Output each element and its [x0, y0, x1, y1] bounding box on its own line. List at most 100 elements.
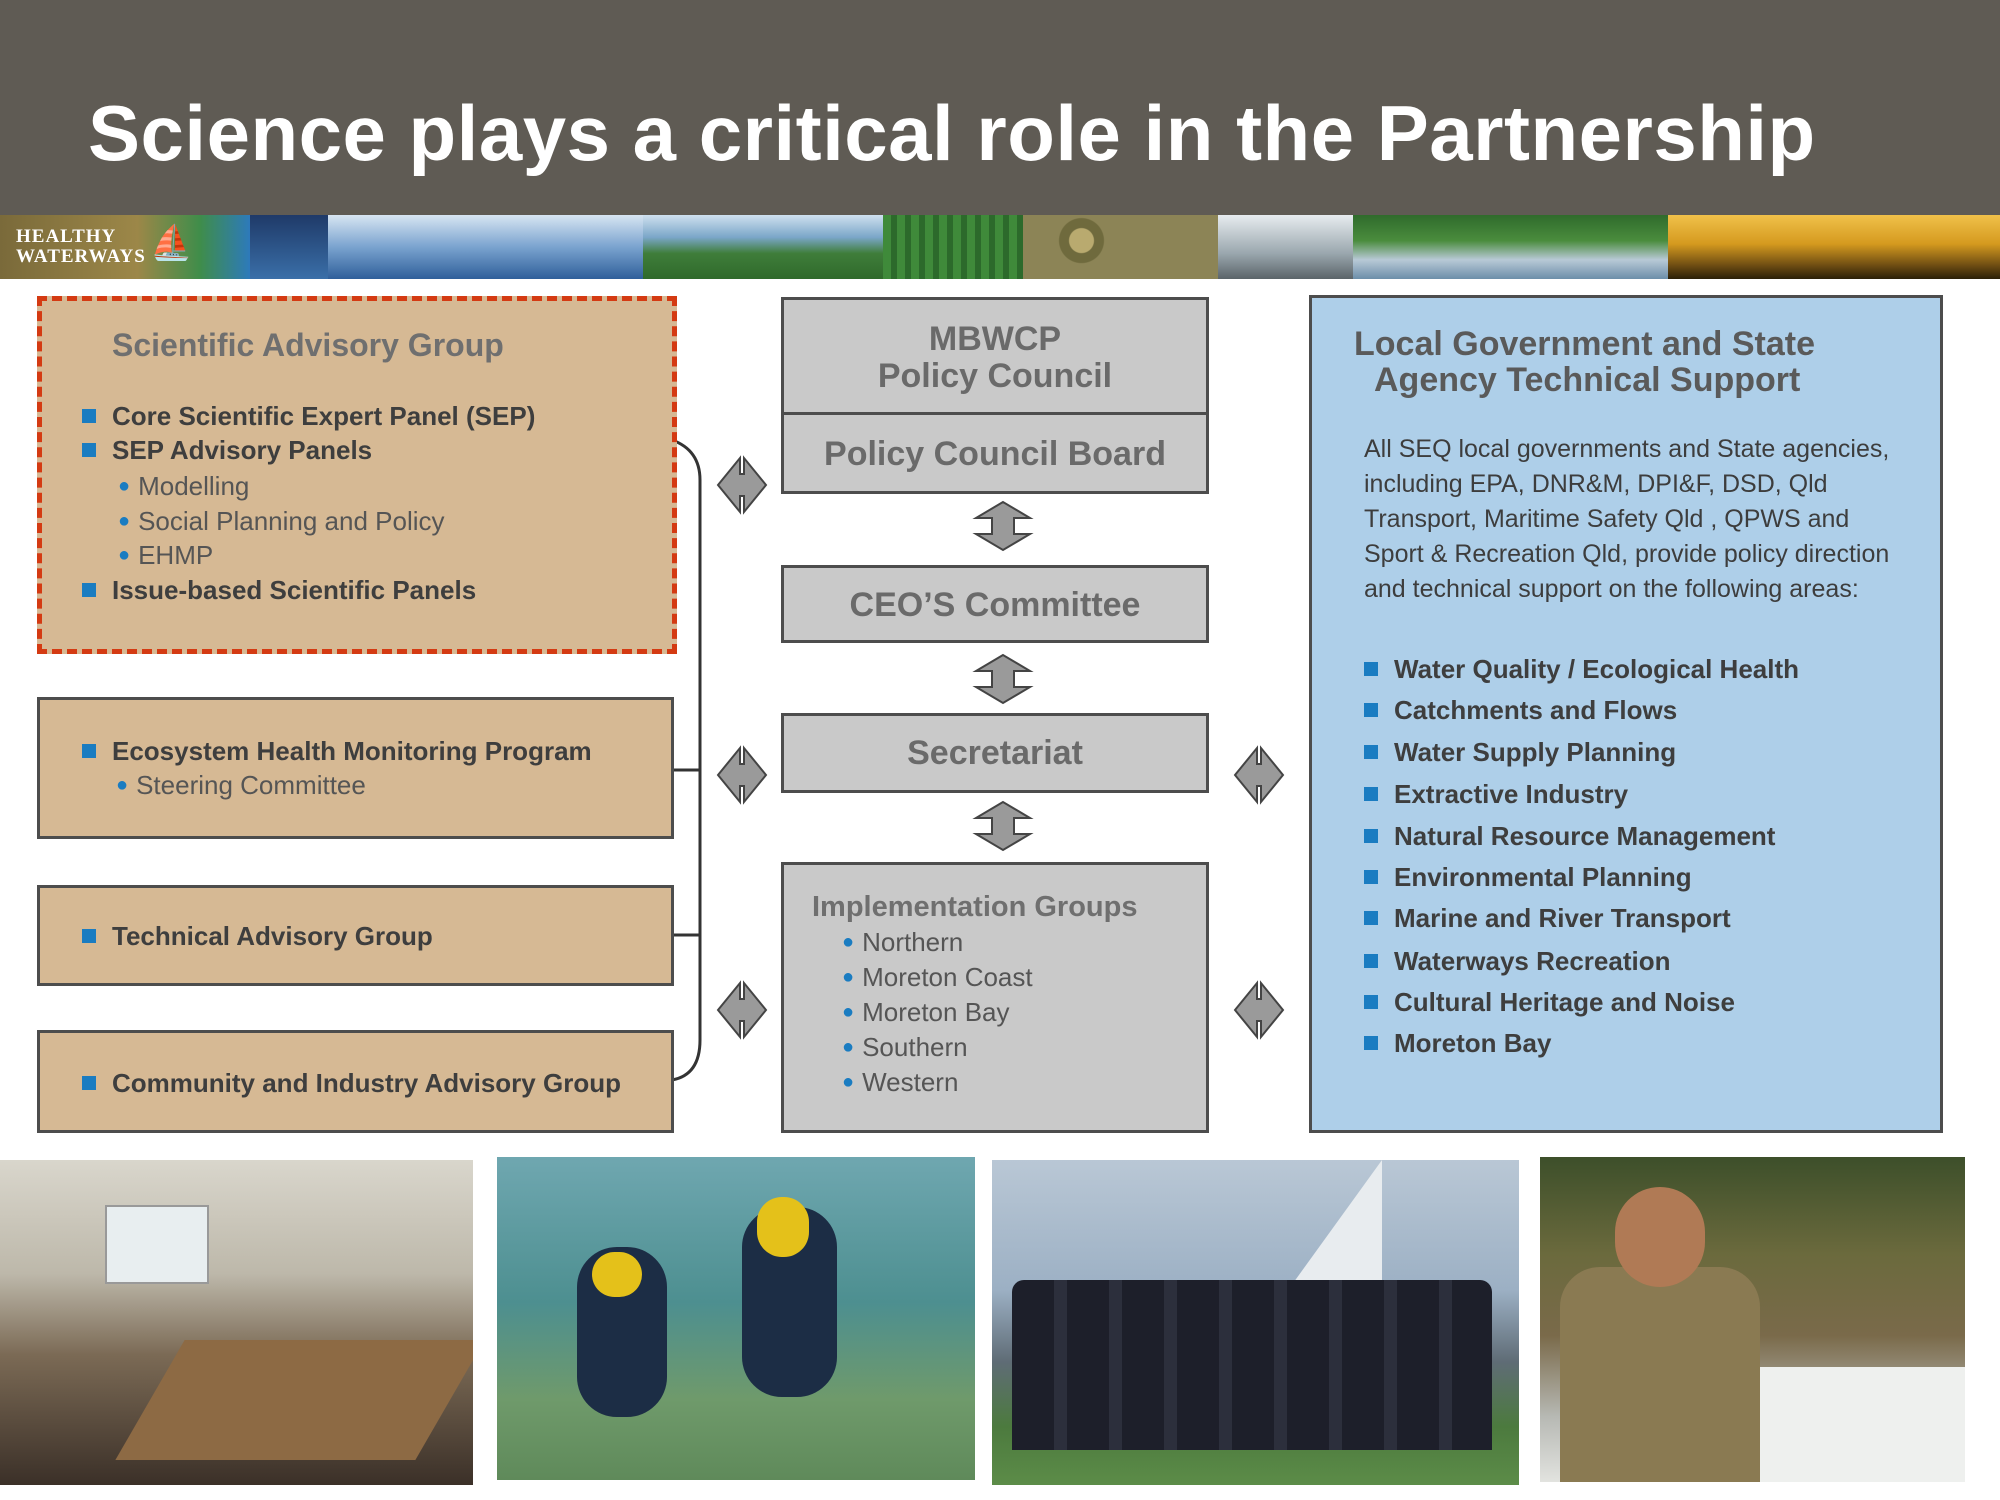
banner-photo-rocks	[1023, 215, 1218, 279]
ceo-committee-label: CEO’S Committee	[849, 586, 1141, 624]
support-item-water-quality: Water Quality / Ecological Health	[1364, 654, 1799, 685]
bullet-square-icon	[82, 1076, 96, 1091]
scientific-advisory-group-box: Scientific Advisory Group Core Scientifi…	[37, 296, 677, 654]
support-item-water-supply: Water Supply Planning	[1364, 737, 1676, 768]
bullet-dot-icon: ●	[118, 543, 131, 566]
banner-photo-water	[250, 215, 328, 279]
policy-council-line2: Policy Council	[877, 357, 1113, 395]
photo-group-people	[992, 1160, 1519, 1485]
double-arrow-right-bottom	[1233, 980, 1285, 1040]
banner-photo-boat	[1218, 215, 1353, 279]
bullet-dot-icon: ●	[842, 965, 855, 988]
person-shirt	[1560, 1267, 1760, 1482]
technical-support-title-2: Agency Technical Support	[1374, 361, 1801, 399]
sag-item-sep: SEP Advisory Panels	[82, 435, 372, 466]
photo-water-sampling	[1540, 1157, 1965, 1482]
banner-photo-canoe	[328, 215, 643, 279]
community-industry-advisory-group-box: Community and Industry Advisory Group	[37, 1030, 674, 1133]
tag-item: Technical Advisory Group	[82, 921, 433, 952]
banner-photo-sunset	[1668, 215, 2000, 279]
bullet-square-icon	[82, 583, 96, 598]
policy-council-board-label: Policy Council Board	[824, 435, 1166, 473]
sag-sub-social: ●Social Planning and Policy	[118, 506, 445, 536]
bullet-dot-icon: ●	[842, 930, 855, 953]
technical-support-box: Local Government and State Agency Techni…	[1309, 295, 1943, 1133]
boat-hull	[1760, 1367, 1965, 1482]
bullet-square-icon	[1364, 1036, 1378, 1051]
sag-item-core: Core Scientific Expert Panel (SEP)	[82, 401, 535, 432]
bullet-square-icon	[1364, 911, 1378, 926]
double-arrow-vertical-3	[972, 800, 1034, 852]
bullet-square-icon	[1364, 954, 1378, 969]
support-item-recreation: Waterways Recreation	[1364, 946, 1670, 977]
ciag-item: Community and Industry Advisory Group	[82, 1068, 621, 1099]
implementation-groups-title: Implementation Groups	[812, 891, 1138, 923]
banner-photo-field	[883, 215, 1023, 279]
sag-sub-ehmp: ●EHMP	[118, 540, 214, 570]
diver-1-tank	[592, 1252, 642, 1297]
bullet-dot-icon: ●	[842, 1070, 855, 1093]
support-item-nrm: Natural Resource Management	[1364, 821, 1775, 852]
policy-council-board-box: Policy Council Board	[781, 412, 1209, 494]
support-item-env-planning: Environmental Planning	[1364, 862, 1692, 893]
slide-title: Science plays a critical role in the Par…	[88, 89, 1816, 177]
bullet-square-icon	[82, 744, 96, 759]
technical-support-title-1: Local Government and State	[1354, 325, 1815, 363]
double-arrow-vertical-2	[972, 653, 1034, 705]
healthy-waterways-logo: HEALTHY WATERWAYS ⛵	[0, 215, 250, 279]
ehmp-item: Ecosystem Health Monitoring Program	[82, 736, 592, 767]
ceo-committee-box: CEO’S Committee	[781, 565, 1209, 643]
double-arrow-left-top	[716, 455, 768, 515]
technical-support-paragraph: All SEQ local governments and State agen…	[1364, 435, 1890, 603]
person-head	[1615, 1187, 1705, 1287]
bullet-square-icon	[1364, 703, 1378, 718]
left-bracket-line	[671, 438, 702, 1082]
secretariat-box: Secretariat	[781, 713, 1209, 793]
impl-item-northern: ●Northern	[842, 927, 964, 957]
photo-divers	[497, 1157, 975, 1480]
policy-council-line1: MBWCP	[928, 320, 1062, 358]
support-item-heritage: Cultural Heritage and Noise	[1364, 987, 1735, 1018]
impl-item-moreton-bay: ●Moreton Bay	[842, 997, 1010, 1027]
bullet-dot-icon: ●	[116, 773, 129, 796]
bullet-square-icon	[1364, 662, 1378, 677]
impl-item-moreton-coast: ●Moreton Coast	[842, 962, 1033, 992]
bullet-square-icon	[1364, 995, 1378, 1010]
bullet-square-icon	[82, 929, 96, 944]
bullet-dot-icon: ●	[118, 509, 131, 532]
bullet-square-icon	[82, 409, 96, 424]
banner-photo-stream	[1353, 215, 1668, 279]
double-arrow-left-mid	[716, 745, 768, 805]
impl-item-western: ●Western	[842, 1067, 959, 1097]
title-bar: Science plays a critical role in the Par…	[0, 0, 2000, 215]
implementation-groups-box: Implementation Groups ●Northern ●Moreton…	[781, 862, 1209, 1133]
double-arrow-vertical-1	[972, 500, 1034, 552]
sag-sub-modelling: ●Modelling	[118, 471, 250, 501]
bullet-square-icon	[1364, 829, 1378, 844]
bullet-dot-icon: ●	[842, 1000, 855, 1023]
double-arrow-left-bottom	[716, 980, 768, 1040]
support-item-catchments: Catchments and Flows	[1364, 695, 1677, 726]
ehmp-sub-steering: ●Steering Committee	[116, 770, 366, 800]
support-item-moreton-bay: Moreton Bay	[1364, 1028, 1551, 1059]
secretariat-label: Secretariat	[907, 734, 1083, 772]
support-item-marine-transport: Marine and River Transport	[1364, 903, 1731, 934]
sag-item-issue: Issue-based Scientific Panels	[82, 575, 476, 606]
sail-icon: ⛵	[150, 224, 193, 262]
technical-advisory-group-box: Technical Advisory Group	[37, 885, 674, 986]
meeting-table	[115, 1340, 473, 1460]
sag-title: Scientific Advisory Group	[112, 327, 504, 363]
projector-screen	[105, 1205, 209, 1284]
bullet-square-icon	[82, 443, 96, 458]
diver-2-tank	[757, 1197, 809, 1257]
photo-meeting-room	[0, 1160, 473, 1485]
support-item-extractive: Extractive Industry	[1364, 779, 1628, 810]
bullet-square-icon	[1364, 745, 1378, 760]
bullet-square-icon	[1364, 787, 1378, 802]
bullet-square-icon	[1364, 870, 1378, 885]
people-group	[1012, 1280, 1492, 1450]
logo-text: HEALTHY WATERWAYS	[16, 226, 146, 267]
banner-photo-hills	[643, 215, 883, 279]
ehmp-box: Ecosystem Health Monitoring Program ●Ste…	[37, 697, 674, 839]
